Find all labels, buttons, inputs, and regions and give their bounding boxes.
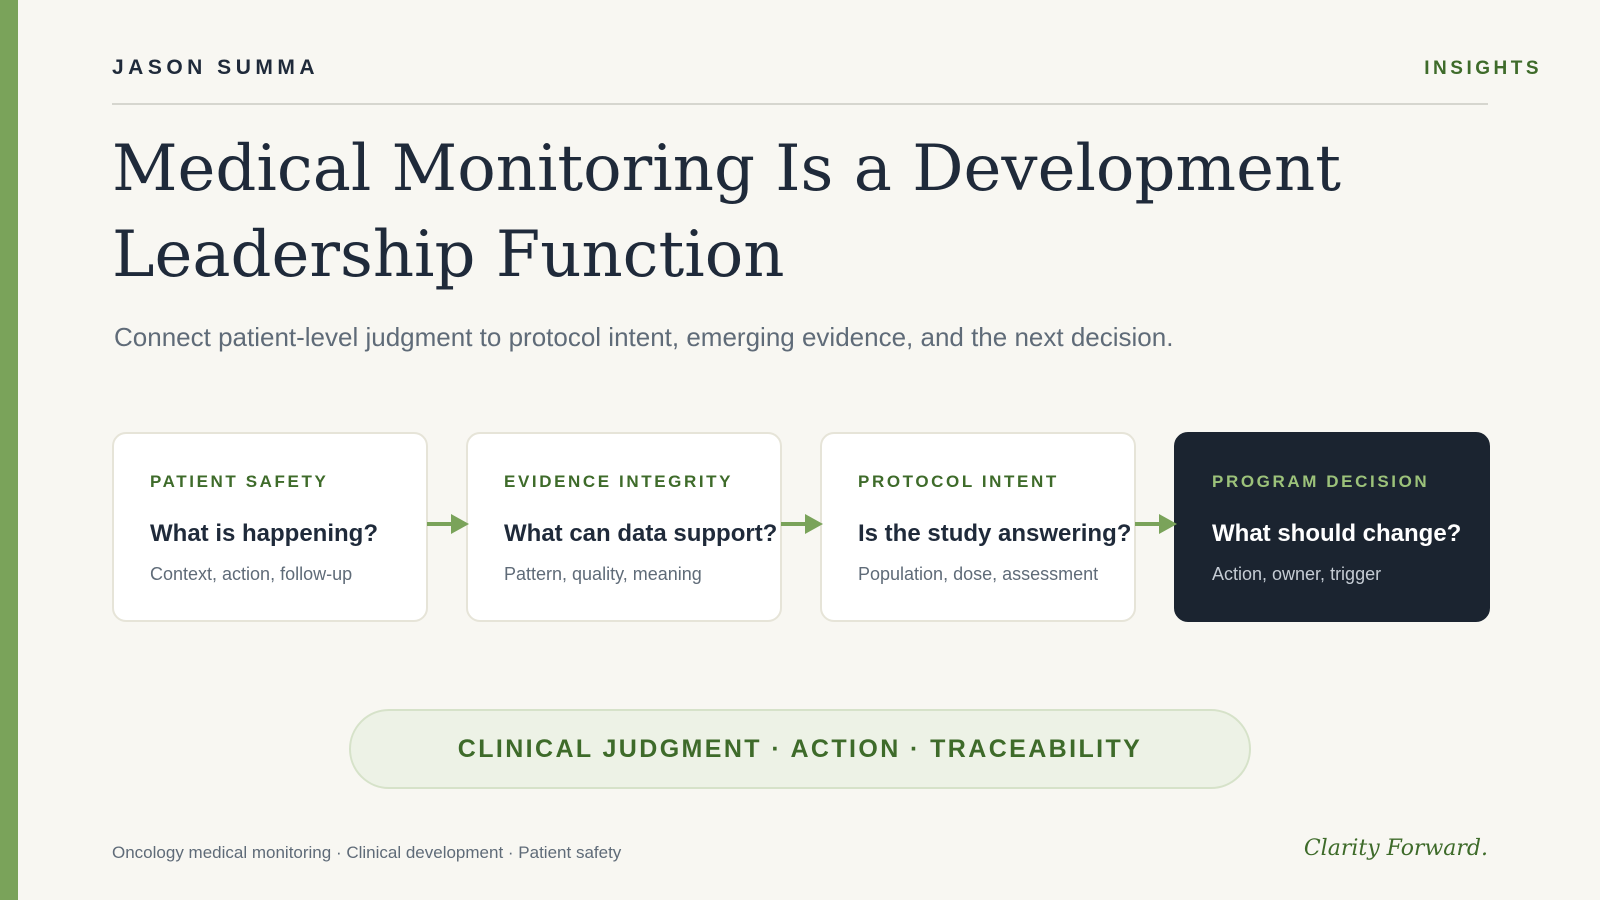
section-label[interactable]: INSIGHTS — [1424, 58, 1542, 79]
step-label: PROTOCOL INTENT — [858, 472, 1059, 491]
arrow-right-icon — [427, 514, 469, 534]
step-label: PROGRAM DECISION — [1212, 472, 1430, 491]
step-label: EVIDENCE INTEGRITY — [504, 472, 734, 491]
step-card-program-decision: PROGRAM DECISION What should change? Act… — [1174, 432, 1490, 622]
left-accent-bar — [0, 0, 18, 900]
step-question: What should change? — [1212, 520, 1462, 547]
step-card-protocol-intent: PROTOCOL INTENT Is the study answering? … — [820, 432, 1136, 622]
brand-name: JASON SUMMA — [112, 56, 320, 79]
step-question: What is happening? — [150, 520, 378, 547]
step-card-evidence-integrity: EVIDENCE INTEGRITY What can data support… — [466, 432, 782, 622]
process-flow: PATIENT SAFETY What is happening? Contex… — [112, 432, 1490, 622]
step-detail: Pattern, quality, meaning — [504, 564, 702, 584]
step-detail: Population, dose, assessment — [858, 564, 1099, 584]
step-question: Is the study answering? — [858, 520, 1132, 547]
step-card-patient-safety: PATIENT SAFETY What is happening? Contex… — [112, 432, 428, 622]
step-detail: Action, owner, trigger — [1212, 564, 1382, 584]
step-question: What can data support? — [504, 520, 778, 547]
step-detail: Context, action, follow-up — [150, 564, 353, 584]
header-divider — [112, 103, 1488, 105]
principles-pill: CLINICAL JUDGMENT · ACTION · TRACEABILIT… — [349, 709, 1251, 789]
page-title: Medical Monitoring Is a Development Lead… — [112, 132, 1341, 292]
arrow-right-icon — [1135, 514, 1177, 534]
page-subtitle: Connect patient-level judgment to protoc… — [114, 322, 1174, 352]
step-label: PATIENT SAFETY — [150, 472, 329, 491]
arrow-right-icon — [781, 514, 823, 534]
footer-tags: Oncology medical monitoring · Clinical d… — [112, 843, 622, 862]
footer-tagline: Clarity Forward. — [1303, 836, 1488, 861]
